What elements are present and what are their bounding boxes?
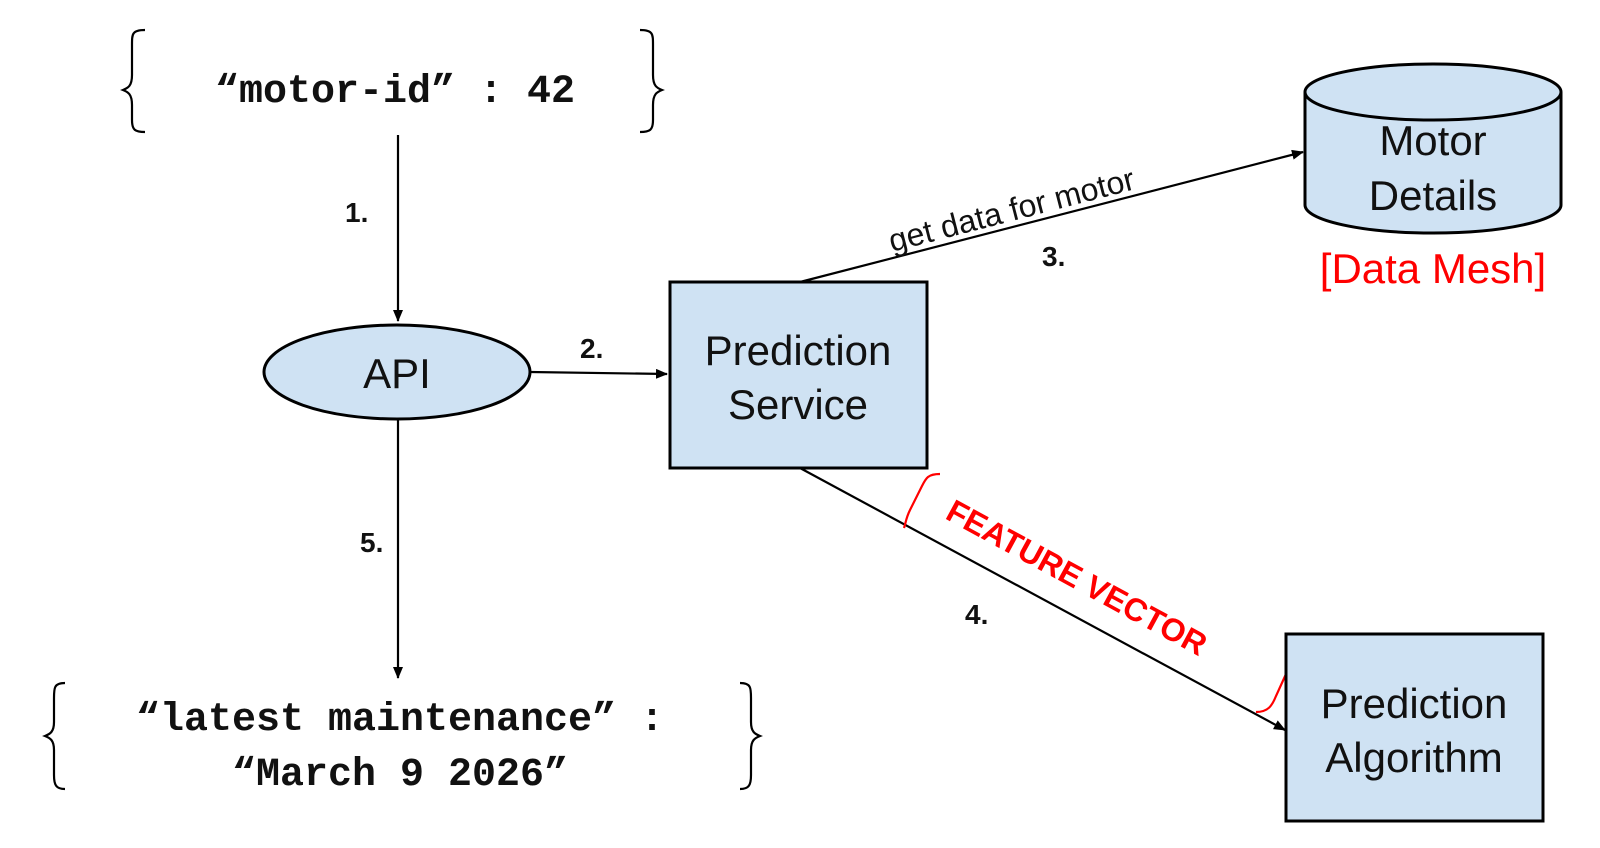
motor-details-label-line2: Details — [1369, 172, 1497, 219]
step-3-label: 3. — [1042, 241, 1065, 272]
get-data-edge-label: get data for motor — [885, 161, 1139, 259]
motor-details-node[interactable]: Motor Details — [1303, 62, 1563, 235]
right-brace — [739, 681, 763, 791]
edge-service-to-algorithm — [799, 467, 1286, 731]
prediction-algorithm-label-line1: Prediction — [1321, 680, 1508, 727]
step-5-label: 5. — [360, 527, 383, 558]
prediction-service-label-line1: Prediction — [705, 327, 892, 374]
prediction-service-label-line2: Service — [728, 381, 868, 428]
feature-vector-left-brace — [902, 472, 941, 529]
step-1-label: 1. — [345, 197, 368, 228]
motor-details-label-line1: Motor — [1379, 117, 1486, 164]
prediction-service-node[interactable]: Prediction Service — [668, 280, 929, 470]
request-json: “motor-id” : 42 — [120, 28, 665, 134]
prediction-algorithm-node[interactable]: Prediction Algorithm — [1284, 632, 1545, 823]
step-2-label: 2. — [580, 333, 603, 364]
api-node[interactable]: API — [262, 323, 532, 421]
request-text: “motor-id” : 42 — [215, 70, 575, 115]
response-text-line1: “latest maintenance” : — [136, 698, 664, 743]
response-text-line2: “March 9 2026” — [232, 753, 568, 798]
step-4-label: 4. — [965, 599, 988, 630]
prediction-algorithm-label-line2: Algorithm — [1325, 734, 1502, 781]
response-json: “latest maintenance” : “March 9 2026” — [42, 681, 763, 798]
left-brace — [120, 28, 146, 134]
left-brace — [42, 681, 66, 791]
edge-service-to-motor-details — [799, 149, 1304, 284]
edge-api-to-service — [529, 368, 668, 379]
api-label: API — [363, 350, 431, 397]
data-mesh-annotation: [Data Mesh] — [1320, 245, 1546, 292]
feature-vector-annotation: FEATURE VECTOR — [941, 493, 1213, 663]
right-brace — [639, 28, 665, 134]
